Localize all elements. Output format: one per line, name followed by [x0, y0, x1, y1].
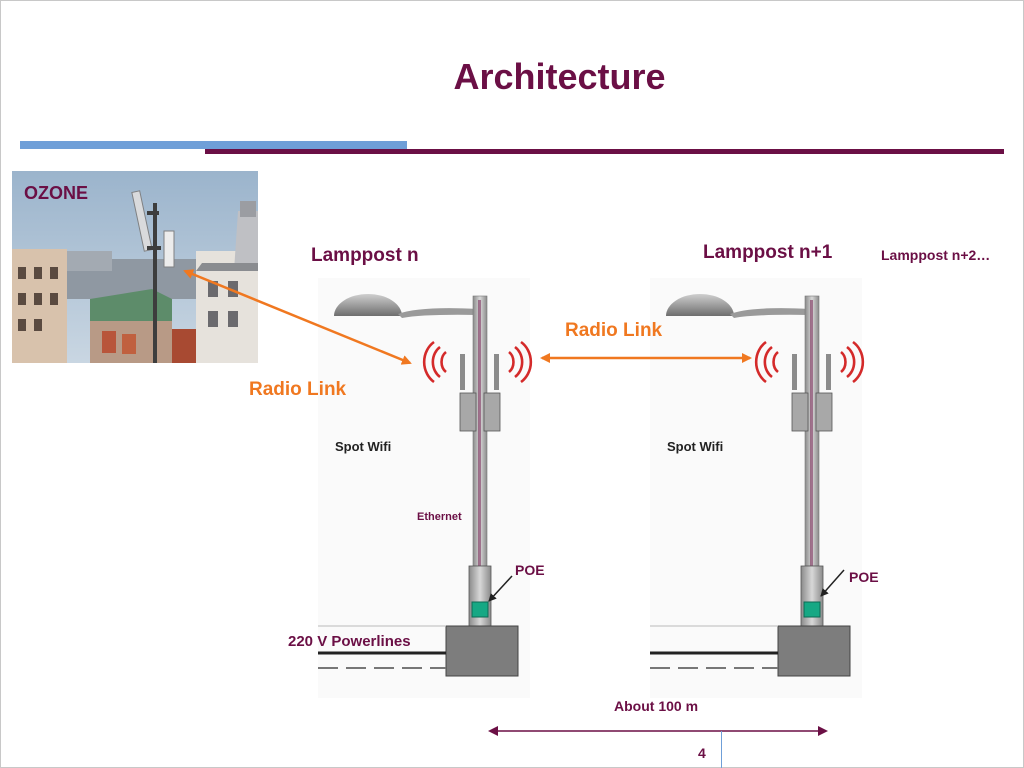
poe-injector-icon — [471, 601, 489, 618]
wifi-signal-icon — [754, 340, 865, 384]
lamppost-n-label: Lamppost n — [311, 245, 419, 266]
powerlines-label: 220 V Powerlines — [288, 633, 411, 650]
ethernet-label: Ethernet — [417, 511, 462, 523]
page-number: 4 — [698, 745, 706, 761]
title-rule-blue — [20, 141, 407, 149]
spot-wifi-label-n1: Spot Wifi — [667, 439, 724, 454]
lamppost-n2-label: Lamppost n+2… — [881, 247, 991, 263]
poe-label-left: POE — [515, 562, 545, 578]
ozone-photo — [12, 171, 258, 363]
lamppost-n1-illustration — [650, 278, 865, 698]
lamppost-n1-label: Lamppost n+1 — [703, 242, 833, 263]
ozone-label: OZONE — [24, 183, 89, 203]
radio-link-arrow-left — [183, 269, 412, 365]
ozone-photo-illustration — [12, 171, 258, 363]
radio-link-label-middle: Radio Link — [565, 320, 663, 341]
distance-label: About 100 m — [614, 698, 699, 714]
poe-injector-icon — [803, 601, 821, 618]
poe-label-right: POE — [849, 569, 879, 585]
radio-link-label-left: Radio Link — [249, 379, 347, 400]
wifi-signal-icon — [422, 340, 533, 384]
page-number-divider — [721, 731, 722, 768]
spot-wifi-label-n: Spot Wifi — [335, 439, 392, 454]
slide-title: Architecture — [453, 56, 666, 97]
title-rule-purple — [205, 149, 1004, 154]
lamp-head-icon — [666, 294, 734, 316]
